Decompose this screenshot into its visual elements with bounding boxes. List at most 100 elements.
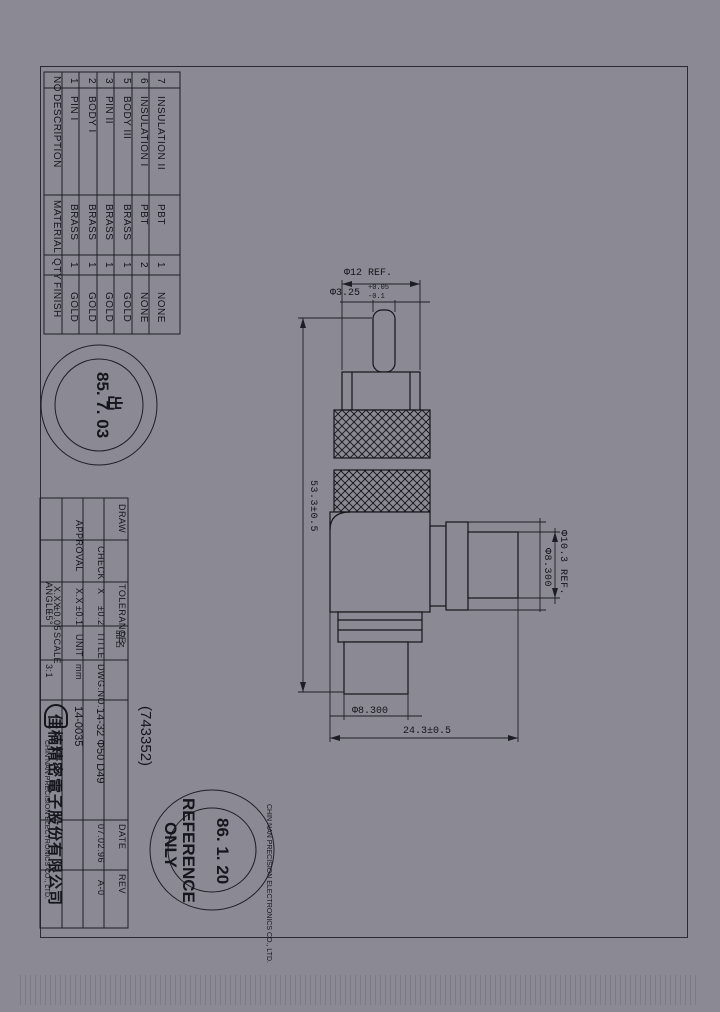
scale-label: SCALE bbox=[52, 632, 62, 665]
unit-label: UNIT bbox=[74, 634, 84, 657]
dim-diameter-325-tol-up: +0.05 bbox=[368, 284, 390, 292]
knurl-pattern bbox=[334, 410, 518, 512]
bom-header-material: MATERIAL bbox=[51, 200, 62, 254]
title-cn-label: 品名 bbox=[115, 630, 125, 650]
knurl-line bbox=[454, 410, 502, 458]
body-block bbox=[329, 511, 431, 613]
bom-cell: BRASS bbox=[103, 204, 114, 241]
bom-cell: 6 bbox=[138, 78, 149, 85]
bom-cell: 1 bbox=[86, 262, 97, 269]
knurl-line bbox=[355, 470, 399, 512]
scale-value: 3:1 bbox=[44, 664, 54, 679]
bom-cell: PIN II bbox=[103, 96, 114, 125]
tolerance-key: X.X bbox=[74, 588, 84, 605]
knurl-line bbox=[334, 457, 335, 458]
dim-diameter-83-bottom: Φ8.300 bbox=[352, 706, 389, 717]
dimension-lines bbox=[298, 280, 560, 742]
knurl-line bbox=[334, 503, 343, 512]
bom-cell: PBT bbox=[138, 204, 149, 225]
reference-stamp-ring bbox=[149, 789, 275, 911]
dim-diameter-325-tol-down: -0.1 bbox=[368, 293, 385, 301]
knurl-line bbox=[427, 509, 430, 512]
knurl-line bbox=[452, 470, 494, 512]
knurl-line bbox=[462, 410, 510, 458]
issue-stamp-mark: 出 bbox=[105, 395, 122, 412]
bom-table-border bbox=[43, 71, 181, 335]
knurl-line bbox=[405, 433, 430, 458]
tolerance-value: ±0.1 bbox=[74, 606, 84, 626]
bom-cell: GOLD bbox=[68, 292, 79, 323]
tolerance-value: ±0.2 bbox=[96, 606, 106, 626]
bom-cell: 2 bbox=[86, 78, 97, 85]
approval-label: APPROVAL bbox=[74, 520, 84, 572]
knurl-line bbox=[446, 410, 494, 458]
bom-cell: 1 bbox=[68, 78, 79, 85]
knurl-line bbox=[444, 470, 486, 512]
knurl-line bbox=[334, 495, 351, 512]
knurl-line bbox=[429, 410, 430, 411]
bom-cell: GOLD bbox=[103, 292, 114, 323]
draw-label: DRAW bbox=[117, 504, 127, 534]
title-block-border bbox=[39, 625, 129, 929]
date-label: DATE bbox=[117, 824, 127, 850]
knurl-line bbox=[371, 470, 415, 512]
knurl-line bbox=[462, 410, 510, 458]
knurl-line bbox=[413, 441, 430, 458]
bom-cell: BRASS bbox=[121, 204, 132, 241]
dimension-arrows bbox=[300, 281, 558, 741]
knurl-line bbox=[397, 425, 430, 458]
rev-label: REV bbox=[117, 874, 127, 895]
outer-shell bbox=[341, 371, 421, 411]
dim-diameter-10: Φ10.3 REF. bbox=[557, 530, 568, 596]
bom-cell: 1 bbox=[103, 262, 114, 269]
tolerance-value: ±5° bbox=[44, 610, 54, 626]
bom-cell: NONE bbox=[138, 292, 149, 323]
knurl-line bbox=[419, 501, 430, 512]
knurl-line bbox=[429, 457, 430, 458]
company-logo-icon bbox=[44, 704, 68, 728]
knurl-line bbox=[446, 410, 494, 458]
bom-cell: 7 bbox=[155, 78, 166, 85]
bottom-jack bbox=[343, 641, 409, 695]
bom-header-finish: FINISH bbox=[51, 282, 62, 318]
bottom-collar bbox=[337, 611, 423, 643]
dim-length-243: 24.3±0.5 bbox=[403, 726, 452, 737]
title-value: 14-32 Φ50 D49 bbox=[94, 708, 106, 784]
reference-stamp-date: 86. 1. 20 bbox=[213, 818, 232, 885]
bom-cell: 2 bbox=[138, 262, 149, 269]
dim-diameter-83-side: Φ8.300 bbox=[541, 548, 552, 588]
knurl-line bbox=[427, 470, 430, 473]
title-label: TITLE bbox=[96, 632, 106, 660]
knurl-line bbox=[334, 470, 359, 495]
bom-cell: 5 bbox=[121, 78, 132, 85]
dim-length-533: 53.3±0.5 bbox=[307, 480, 318, 533]
knurl-line bbox=[470, 410, 518, 458]
rev-value: A-0 bbox=[96, 880, 106, 896]
knurl-line bbox=[436, 470, 478, 512]
knurl-line bbox=[470, 410, 518, 458]
reference-stamp-only: ONLY bbox=[161, 822, 180, 868]
knurl-line bbox=[436, 470, 478, 512]
side-jack bbox=[467, 531, 519, 599]
issue-stamp-ring bbox=[40, 344, 158, 466]
knurl-line bbox=[395, 477, 430, 512]
bom-cell: 1 bbox=[155, 262, 166, 269]
date-value: 07.02.96 bbox=[96, 824, 106, 864]
knurl-line bbox=[339, 470, 383, 512]
bom-cell: BRASS bbox=[68, 204, 79, 241]
knurl-line bbox=[413, 410, 430, 427]
knurl-line bbox=[389, 417, 430, 458]
knurl-line bbox=[454, 410, 502, 458]
center-pin bbox=[372, 309, 396, 373]
unit-value: mm bbox=[74, 664, 84, 680]
knurl-line bbox=[452, 470, 494, 512]
bom-cell: GOLD bbox=[121, 292, 132, 323]
handwritten-number: (743352) bbox=[137, 706, 154, 767]
scan-noise bbox=[20, 975, 700, 1005]
bom-cell: INSULATION I bbox=[138, 96, 149, 167]
bom-cell: GOLD bbox=[86, 292, 97, 323]
knurl-line bbox=[334, 410, 335, 411]
bom-header-qty: QTY bbox=[51, 258, 62, 281]
